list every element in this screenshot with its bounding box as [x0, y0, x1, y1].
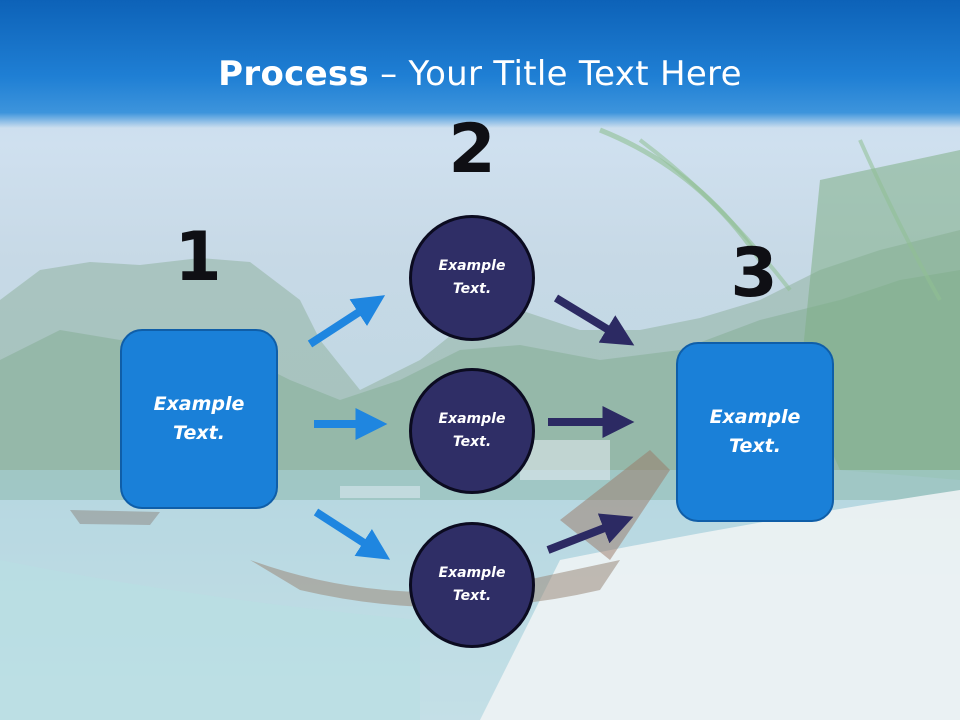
circle-top-text: Example Text.: [438, 258, 506, 297]
circle-middle-text: Example Text.: [438, 411, 506, 450]
circle-top[interactable]: Example Text.: [409, 215, 535, 341]
circle-bottom-text: Example Text.: [438, 565, 506, 604]
arrow-box-to-top-circle: [307, 295, 386, 348]
arrow-top-circle-to-box: [553, 294, 635, 346]
step-3-box[interactable]: Example Text.: [676, 342, 834, 522]
header-band: [0, 0, 960, 128]
step-1-text: Example Text.: [153, 393, 245, 444]
arrow-box-to-bottom-circle: [313, 508, 391, 560]
step-3-text: Example Text.: [709, 406, 801, 457]
title-rest: – Your Title Text Here: [369, 54, 742, 94]
circle-middle[interactable]: Example Text.: [409, 368, 535, 494]
title-bold: Process: [218, 54, 370, 94]
step-1-box[interactable]: Example Text.: [120, 329, 278, 509]
step-number-2: 2: [448, 110, 496, 189]
circle-bottom[interactable]: Example Text.: [409, 522, 535, 648]
step-number-1: 1: [174, 218, 222, 297]
slide-title: Process – Your Title Text Here: [0, 52, 960, 96]
step-number-3: 3: [730, 234, 778, 313]
arrow-bottom-circle-to-box: [546, 513, 634, 554]
